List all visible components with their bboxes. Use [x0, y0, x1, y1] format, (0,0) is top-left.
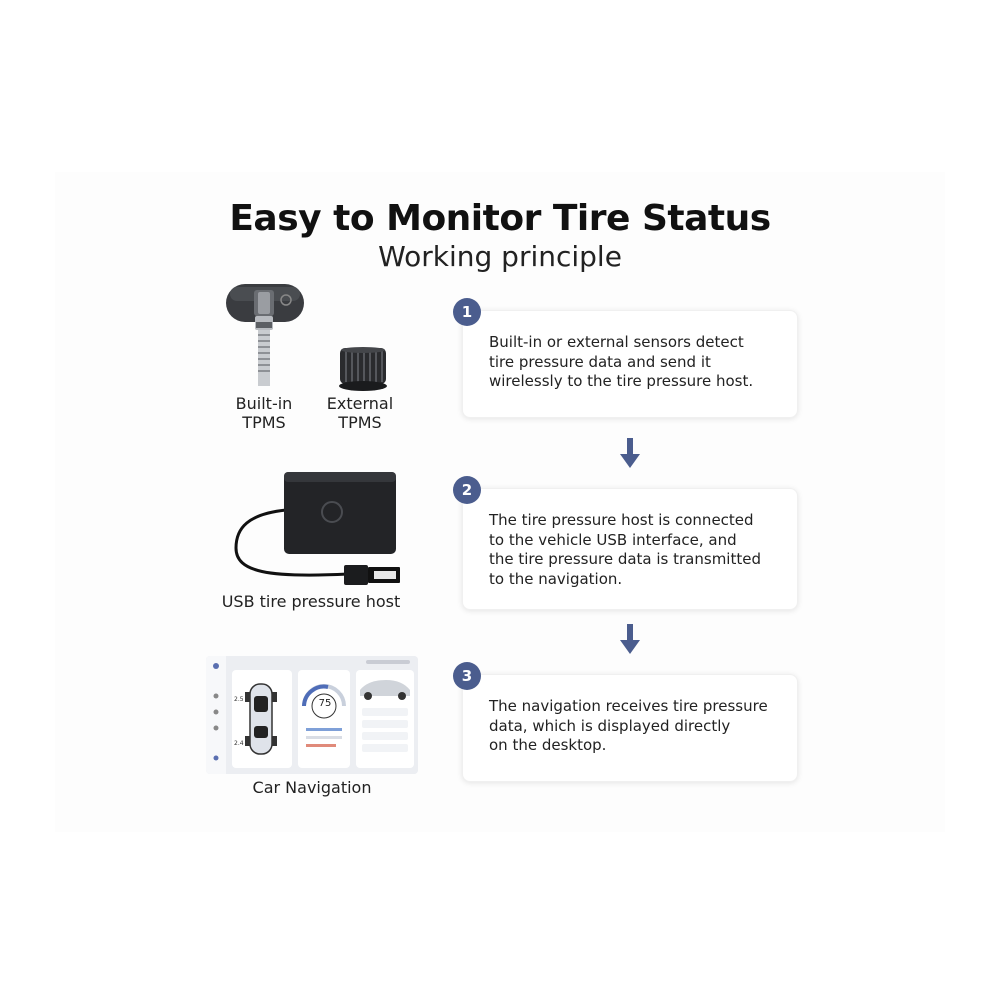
navigation-screen-illustration: [206, 656, 418, 774]
car-navigation-label: Car Navigation: [252, 778, 372, 797]
builtin-tpms-label: Built-in TPMS: [218, 394, 310, 432]
step-3-line-2: data, which is displayed directly: [489, 716, 731, 735]
step-1-line-2: tire pressure data and send it: [489, 352, 711, 371]
step-1-line-1: Built-in or external sensors detect: [489, 333, 744, 351]
page-subtitle: Working principle: [378, 240, 622, 273]
step-2-line-2: to the vehicle USB interface, and: [489, 530, 737, 549]
external-tpms-label: External TPMS: [314, 394, 406, 432]
step-card-2: The tire pressure host is connected to t…: [462, 488, 798, 610]
external-tpms-label-line2: TPMS: [338, 413, 382, 432]
step-2-line-1: The tire pressure host is connected: [489, 511, 754, 529]
car-navigation-screen: 75 2.5 2.4: [206, 656, 418, 774]
tire-left-bottom-value: 2.4: [234, 740, 244, 747]
step-badge-3: 3: [453, 662, 481, 690]
page-title: Easy to Monitor Tire Status: [229, 198, 771, 239]
step-3-text: The navigation receives tire pressure da…: [489, 697, 779, 756]
usb-host-label: USB tire pressure host: [221, 592, 401, 611]
step-badge-1: 1: [453, 298, 481, 326]
builtin-tpms-label-line2: TPMS: [242, 413, 286, 432]
down-arrow-icon: [620, 624, 640, 654]
step-3-line-3: on the desktop.: [489, 736, 607, 754]
builtin-tpms-sensor-icon: [226, 284, 304, 386]
step-card-3: The navigation receives tire pressure da…: [462, 674, 798, 782]
step-badge-2: 2: [453, 476, 481, 504]
gauge-value: 75: [318, 698, 332, 709]
step-1-text: Built-in or external sensors detect tire…: [489, 333, 779, 392]
external-tpms-cap-icon: [339, 347, 387, 391]
step-2-line-3: the tire pressure data is transmitted: [489, 550, 761, 568]
usb-host-device-icon: [234, 472, 400, 585]
step-2-text: The tire pressure host is connected to t…: [489, 511, 779, 589]
builtin-tpms-label-line1: Built-in: [235, 394, 293, 413]
step-3-line-1: The navigation receives tire pressure: [489, 697, 768, 715]
tire-left-top-value: 2.5: [234, 696, 244, 703]
external-tpms-label-line1: External: [326, 394, 394, 413]
down-arrow-icon: [620, 438, 640, 468]
step-card-1: Built-in or external sensors detect tire…: [462, 310, 798, 418]
step-1-line-3: wirelessly to the tire pressure host.: [489, 372, 754, 390]
step-2-line-4: to the navigation.: [489, 569, 623, 588]
